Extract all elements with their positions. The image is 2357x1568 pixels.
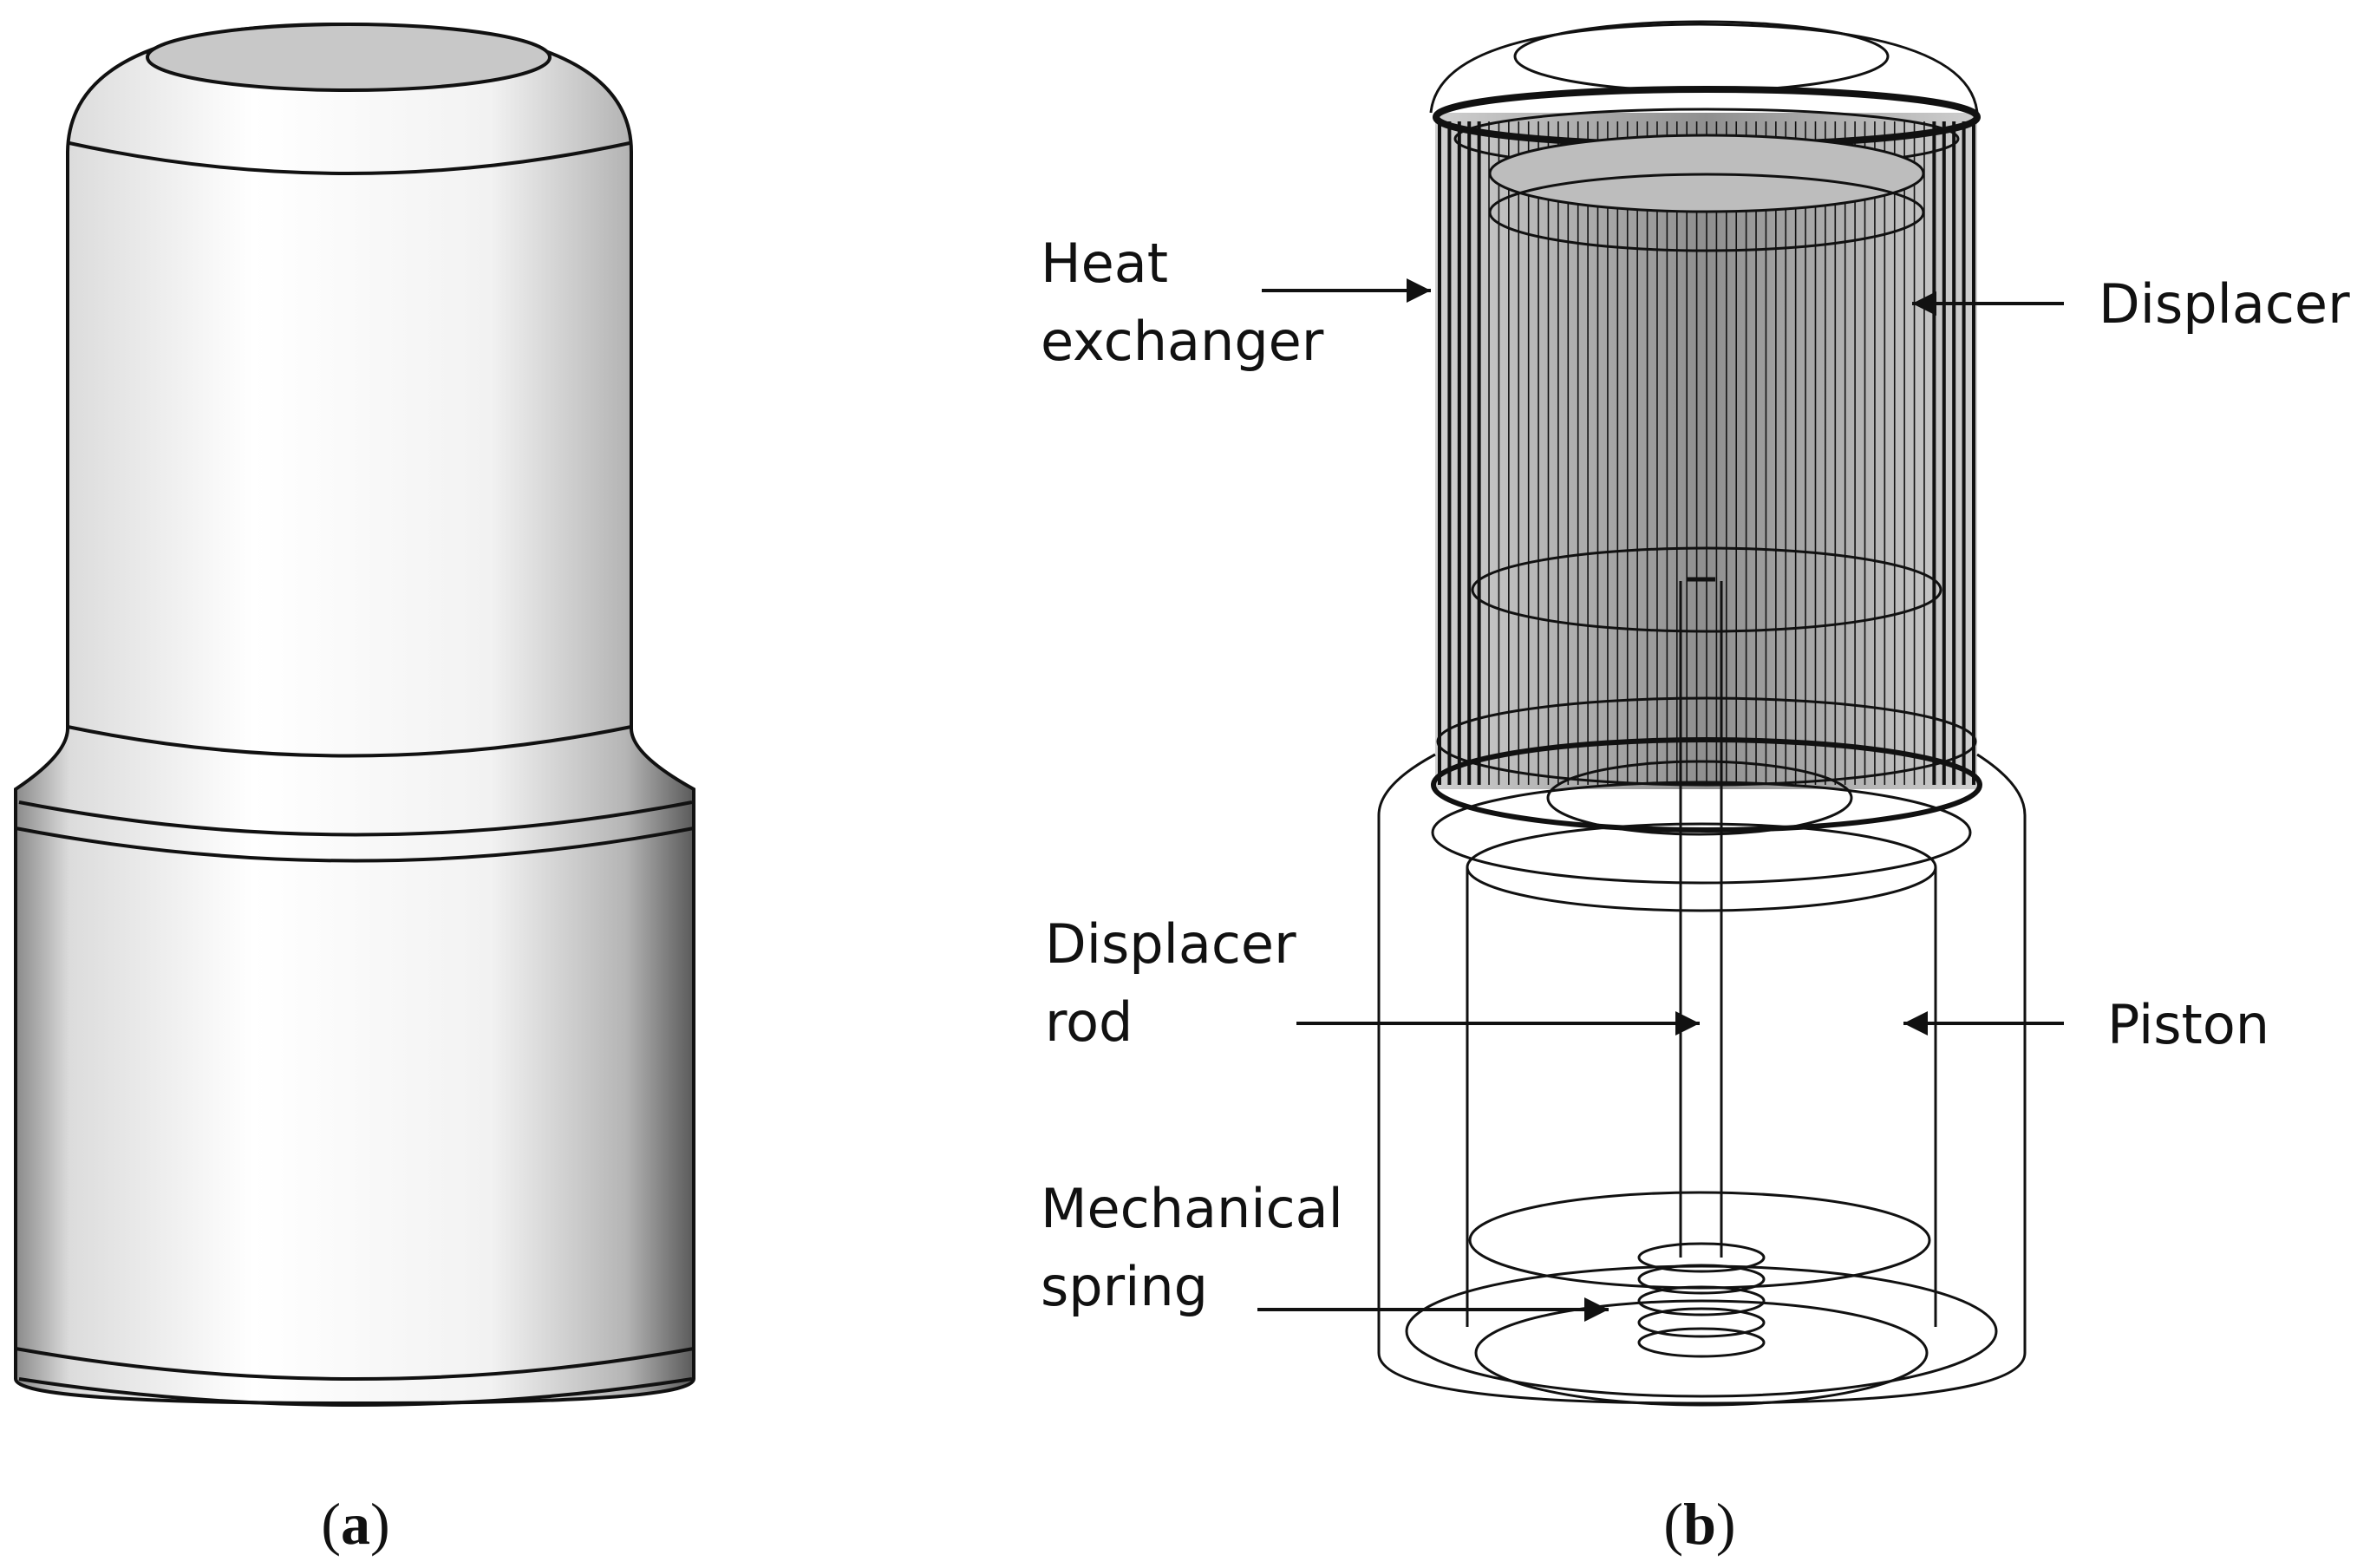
housing-top-ring [1431, 781, 1972, 885]
piston-top-ring [1466, 822, 1937, 912]
shoulder-seam-2 [18, 800, 693, 837]
top-cap [146, 23, 552, 92]
heat-exchanger-bars [1438, 121, 1975, 785]
part-labels: Heat exchanger Displacer Displacer rod P… [1041, 232, 2350, 1318]
panel-a-solid-model [14, 22, 695, 1407]
displacer-inner-ring [1488, 173, 1925, 252]
bottom-seam-1 [15, 1347, 695, 1381]
shoulder-seam-3 [15, 826, 695, 863]
leader-arrows [1257, 278, 2064, 1322]
label-displacer: Displacer [2099, 272, 2350, 336]
hx-bottom-ring [1436, 696, 1977, 787]
lower-housing [1377, 753, 2027, 1405]
hood-top-ellipse [1513, 20, 1890, 93]
caption-panel-b: (b) [1663, 1491, 1735, 1557]
label-displacer-rod: Displacer rod [1045, 912, 1313, 1054]
base-ring-2 [1474, 1299, 1929, 1407]
mechanical-spring-coils [1637, 1242, 1766, 1358]
outer-hood [1429, 23, 1979, 114]
bottom-seam-2 [18, 1377, 693, 1407]
displacer-bottom-ring [1471, 546, 1942, 633]
panel-b-wireframe-model [1377, 20, 2027, 1407]
piston-face [1468, 1191, 1931, 1290]
caption-panel-a: (a) [321, 1491, 389, 1557]
hx-base-ring [1431, 737, 1982, 833]
shoulder-seam-1 [67, 725, 632, 758]
displacer-lower-ellipse [1546, 760, 1853, 836]
label-mechanical-spring: Mechanical spring [1041, 1177, 1361, 1318]
label-heat-exchanger: Heat exchanger [1041, 232, 1324, 373]
dome-seam [69, 141, 630, 175]
upper-cylinder-body [14, 22, 695, 1406]
label-piston: Piston [2107, 993, 2269, 1056]
